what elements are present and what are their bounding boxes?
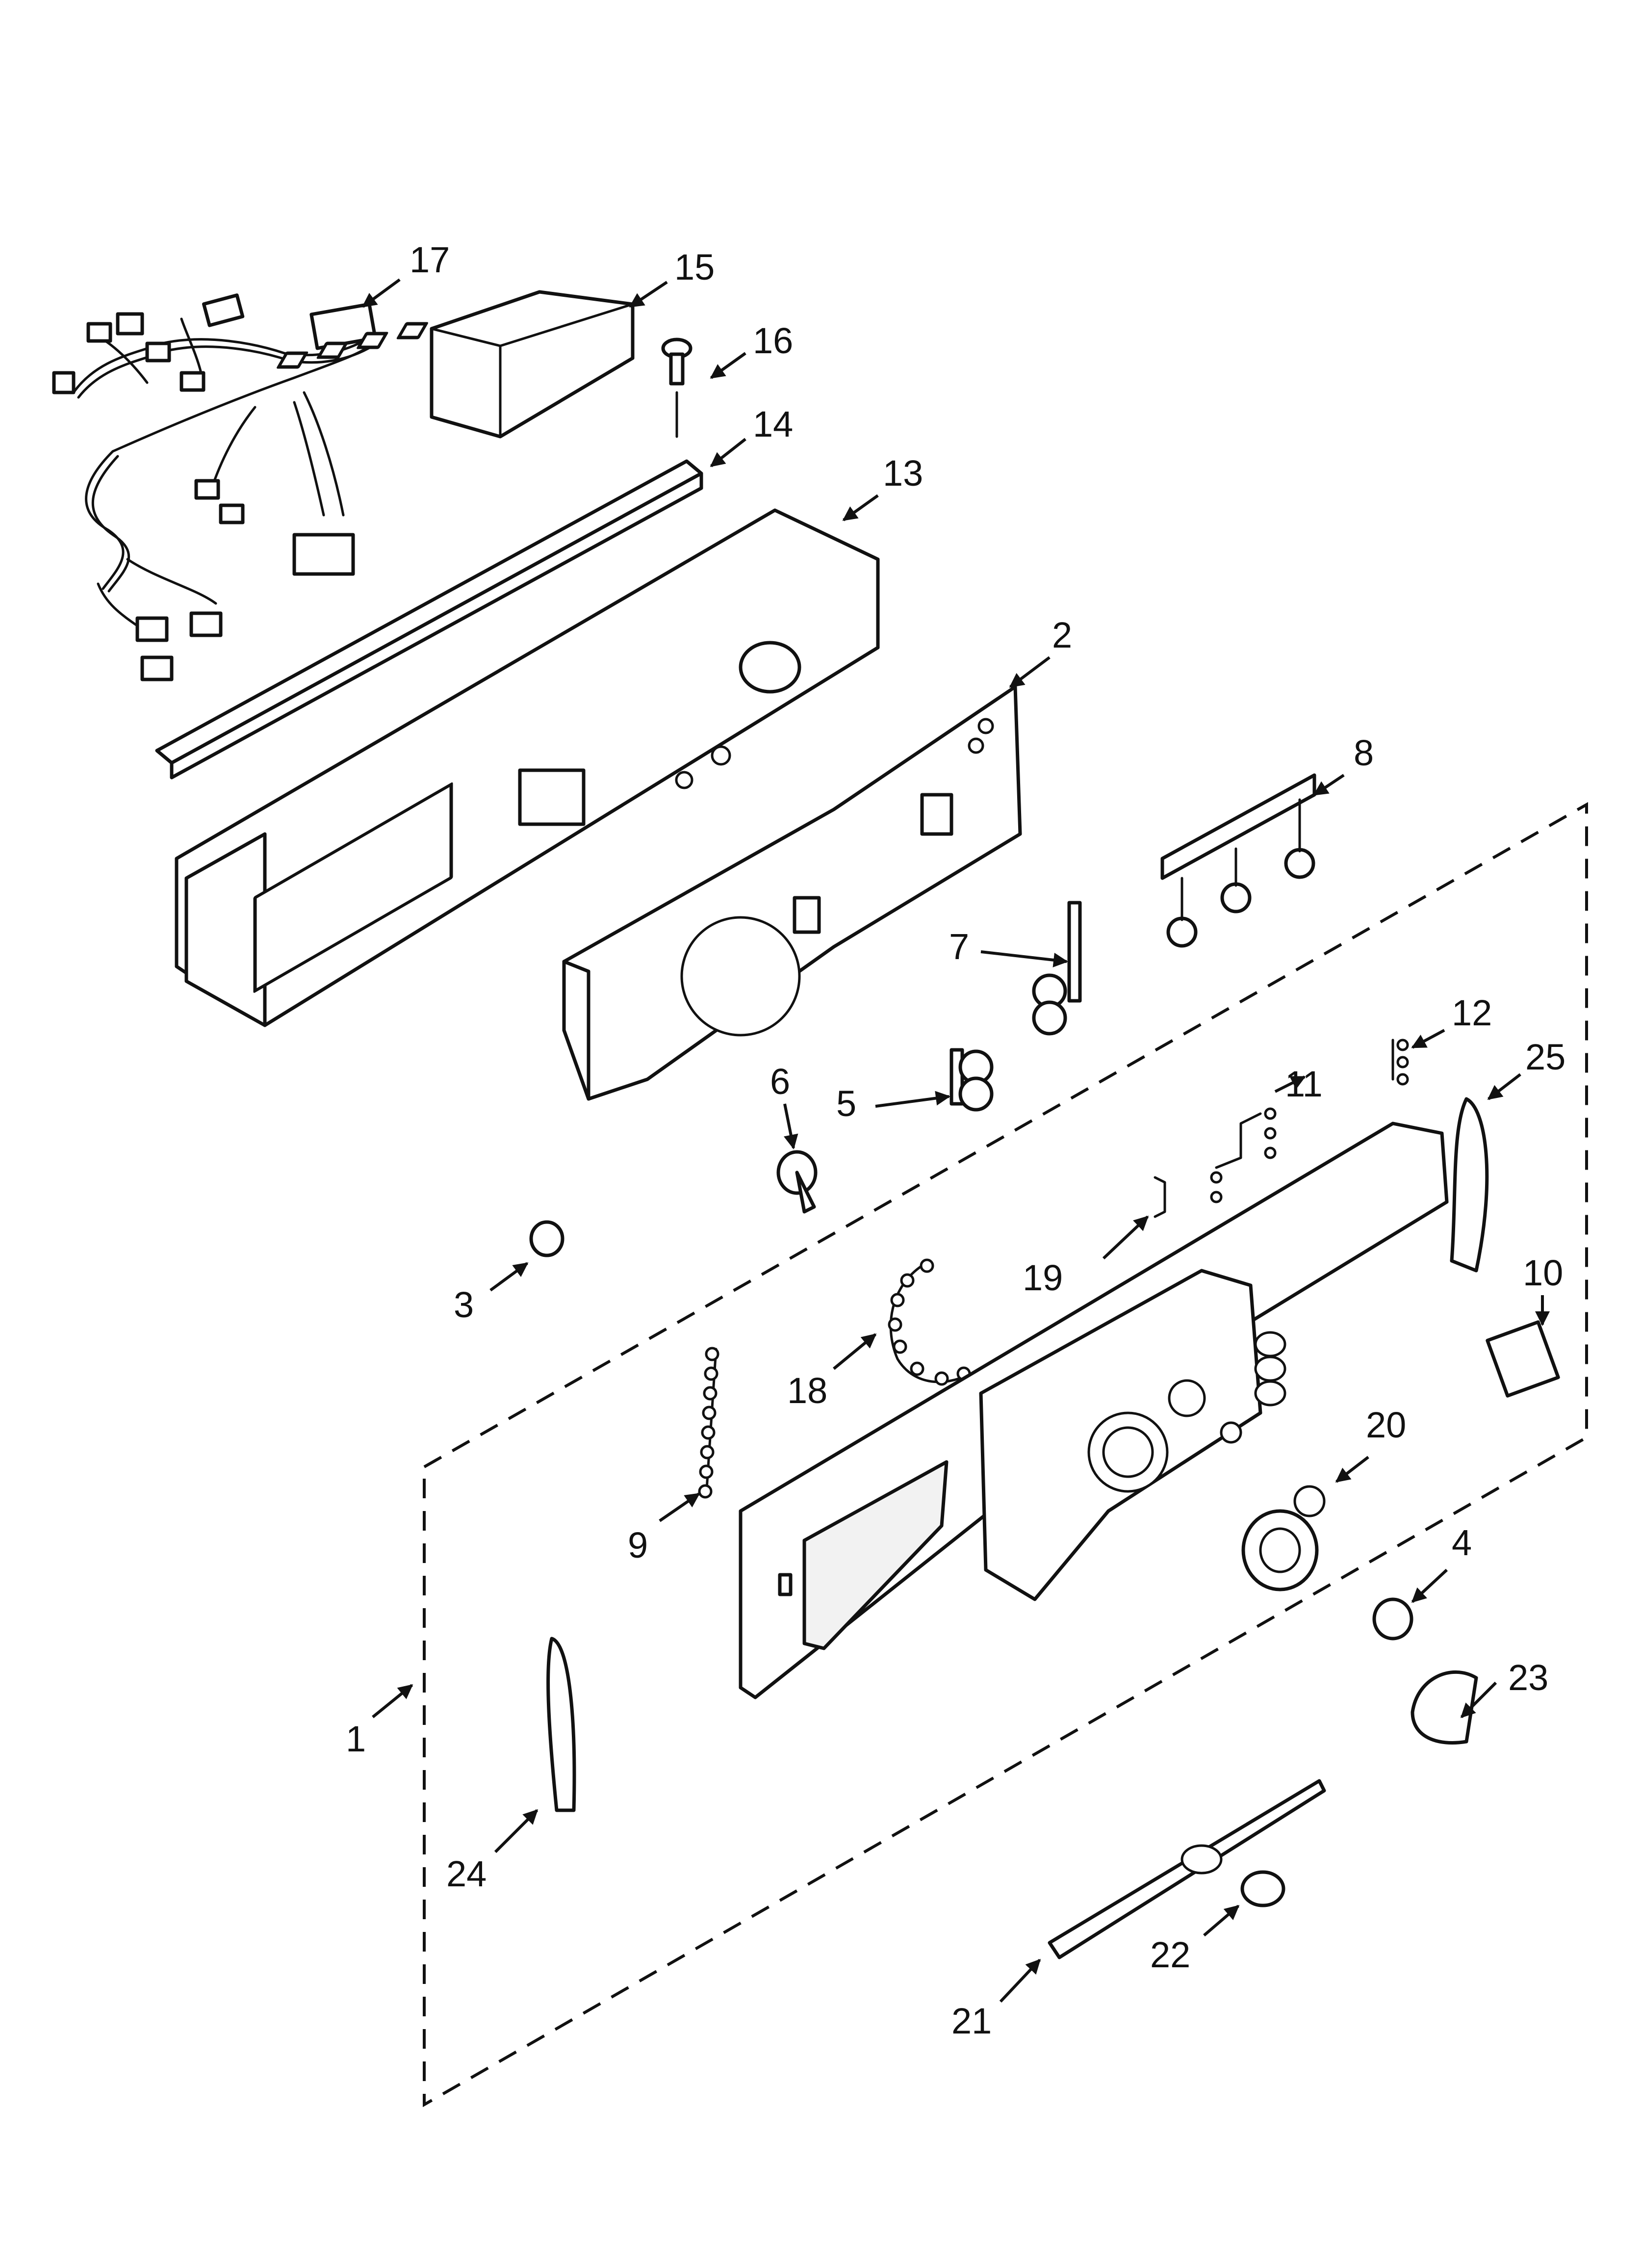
callout-9: 9	[628, 1525, 648, 1565]
side-trim-24	[546, 1637, 576, 1812]
callout-11: 11	[1285, 1064, 1323, 1104]
button-bracket-7	[1032, 901, 1082, 1036]
callout-23: 23	[1508, 1657, 1548, 1698]
callout-5: 5	[836, 1083, 856, 1124]
callout-21: 21	[951, 2001, 992, 2041]
console-frame	[175, 508, 880, 1027]
callout-4: 4	[1452, 1522, 1472, 1563]
dial-20	[1241, 1485, 1326, 1591]
callout-1: 1	[346, 1719, 366, 1759]
label-10	[1486, 1320, 1560, 1398]
led-strip	[698, 1347, 719, 1499]
screw	[661, 338, 693, 438]
callout-2: 2	[1052, 615, 1072, 655]
cap-3	[529, 1220, 564, 1257]
callout-19: 19	[1023, 1257, 1063, 1298]
console-panel	[739, 1121, 1449, 1699]
knob-23	[1411, 1670, 1478, 1745]
callout-18: 18	[787, 1370, 827, 1411]
callout-15: 15	[674, 247, 715, 287]
control-module	[277, 290, 635, 439]
callout-8: 8	[1354, 732, 1374, 773]
trim-25	[1450, 1097, 1489, 1273]
circuit-board-housing	[562, 685, 1022, 1101]
callout-6: 6	[770, 1061, 790, 1102]
switch-clips	[1154, 1039, 1409, 1218]
support-rail	[155, 459, 703, 780]
callout-16: 16	[753, 320, 793, 361]
encoder-ring	[888, 1258, 973, 1386]
cap-22	[1240, 1870, 1285, 1907]
callout-22: 22	[1150, 1934, 1190, 1975]
console-assembly-outline	[423, 802, 1588, 2108]
callout-13: 13	[883, 453, 923, 494]
leader-lines	[361, 278, 1550, 2003]
lower-trim-hole	[1180, 1844, 1223, 1875]
switch-assembly	[1160, 773, 1316, 948]
callout-3: 3	[454, 1284, 474, 1325]
button-bracket-5	[949, 1048, 994, 1112]
callout-17: 17	[410, 239, 450, 280]
callout-12: 12	[1452, 992, 1492, 1033]
callout-labels: 17 15 16 14 13 2 8 7 5 6 3 11 12 25 19 1…	[346, 239, 1565, 2041]
callout-25: 25	[1525, 1037, 1565, 1077]
callout-10: 10	[1523, 1252, 1563, 1293]
knob-6	[776, 1150, 818, 1214]
knob-4	[1372, 1597, 1413, 1641]
callout-14: 14	[753, 404, 793, 444]
callout-7: 7	[949, 926, 969, 967]
callout-24: 24	[446, 1853, 487, 1894]
callout-20: 20	[1366, 1405, 1406, 1445]
wire-harness	[52, 293, 377, 681]
